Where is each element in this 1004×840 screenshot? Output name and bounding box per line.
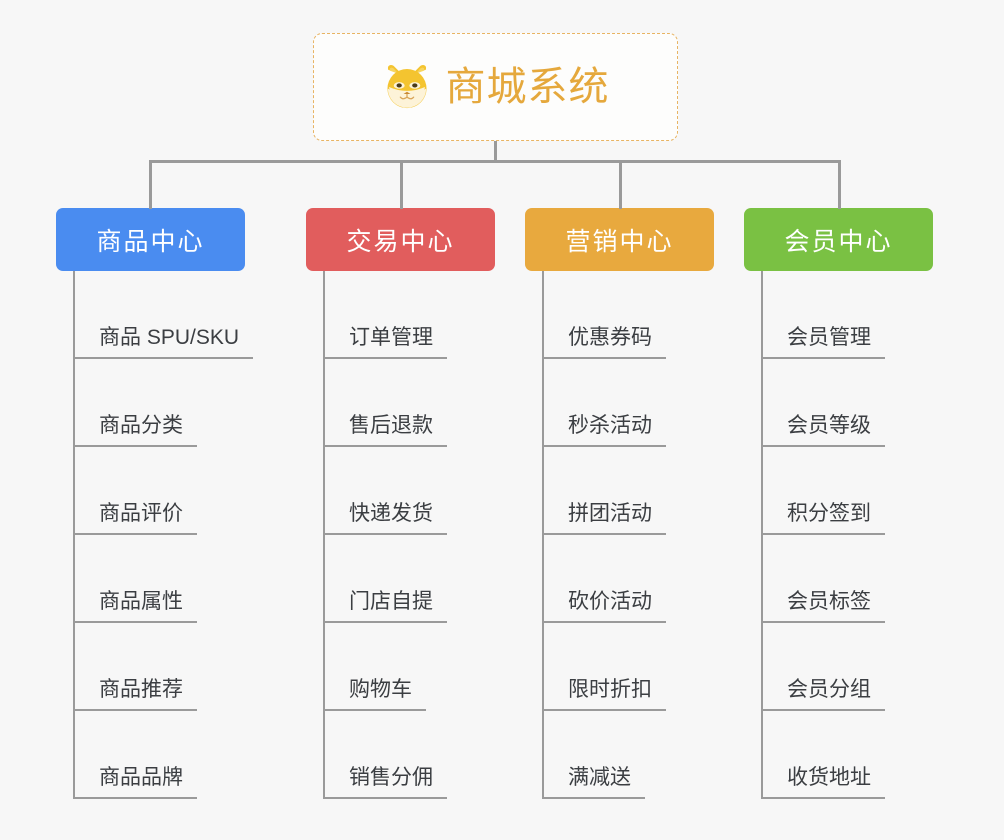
- leaf-item[interactable]: 销售分佣: [306, 711, 546, 799]
- shiba-dog-face-icon: [386, 65, 427, 109]
- leaf-item[interactable]: 满减送: [525, 711, 765, 799]
- leaf-item[interactable]: 收货地址: [744, 711, 984, 799]
- connector-drop-3: [619, 160, 622, 209]
- root-node[interactable]: 商城系统: [313, 33, 678, 141]
- leaf-item-label: 秒杀活动: [542, 414, 666, 447]
- leaf-item[interactable]: 商品品牌: [56, 711, 296, 799]
- leaf-item-label: 会员管理: [761, 326, 885, 359]
- leaf-item[interactable]: 会员分组: [744, 623, 984, 711]
- category-column-4: 会员中心会员管理会员等级积分签到会员标签会员分组收货地址: [744, 208, 984, 799]
- category-header-3[interactable]: 营销中心: [525, 208, 714, 271]
- leaf-item-label: 会员标签: [761, 590, 885, 623]
- connector-drop-2: [400, 160, 403, 209]
- category-column-1: 商品中心商品 SPU/SKU 商品分类商品评价商品属性商品推荐商品品牌: [56, 208, 296, 799]
- leaf-item[interactable]: 限时折扣: [525, 623, 765, 711]
- leaf-item-label: 会员分组: [761, 678, 885, 711]
- leaf-item-label: 商品推荐: [73, 678, 197, 711]
- leaf-item[interactable]: 商品评价: [56, 447, 296, 535]
- leaf-item[interactable]: 会员管理: [744, 271, 984, 359]
- leaf-item-label: 商品评价: [73, 502, 197, 535]
- category-column-2: 交易中心订单管理售后退款快递发货门店自提购物车销售分佣: [306, 208, 546, 799]
- leaf-item-label: 满减送: [542, 766, 645, 799]
- category-header-label: 交易中心: [346, 227, 455, 256]
- leaf-item-label: 积分签到: [761, 502, 885, 535]
- leaf-item[interactable]: 门店自提: [306, 535, 546, 623]
- leaf-item[interactable]: 拼团活动: [525, 447, 765, 535]
- leaf-item-label: 砍价活动: [542, 590, 666, 623]
- category-header-4[interactable]: 会员中心: [744, 208, 933, 271]
- leaf-trunk-4: [761, 271, 763, 799]
- leaf-item-label: 拼团活动: [542, 502, 666, 535]
- leaf-item-label: 售后退款: [323, 414, 447, 447]
- leaf-list-1: 商品 SPU/SKU 商品分类商品评价商品属性商品推荐商品品牌: [56, 271, 296, 799]
- leaf-item[interactable]: 砍价活动: [525, 535, 765, 623]
- leaf-item-label: 商品分类: [73, 414, 197, 447]
- root-title: 商城系统: [445, 65, 610, 109]
- leaf-item[interactable]: 购物车: [306, 623, 546, 711]
- leaf-trunk-2: [323, 271, 325, 799]
- leaf-item-label: 商品品牌: [73, 766, 197, 799]
- leaf-item-label: 订单管理: [323, 326, 447, 359]
- leaf-item-label: 优惠券码: [542, 326, 666, 359]
- category-header-label: 营销中心: [565, 227, 674, 256]
- leaf-list-2: 订单管理售后退款快递发货门店自提购物车销售分佣: [306, 271, 546, 799]
- leaf-item[interactable]: 秒杀活动: [525, 359, 765, 447]
- leaf-item[interactable]: 售后退款: [306, 359, 546, 447]
- leaf-item-label: 商品 SPU/SKU: [73, 326, 254, 359]
- connector-drop-4: [838, 160, 841, 209]
- connector-root-stem: [494, 141, 497, 163]
- leaf-list-4: 会员管理会员等级积分签到会员标签会员分组收货地址: [744, 271, 984, 799]
- leaf-item[interactable]: 快递发货: [306, 447, 546, 535]
- leaf-item-label: 商品属性: [73, 590, 197, 623]
- leaf-item[interactable]: 会员等级: [744, 359, 984, 447]
- leaf-item-label: 销售分佣: [323, 766, 447, 799]
- leaf-trunk-1: [73, 271, 75, 799]
- connector-drop-1: [149, 160, 152, 209]
- leaf-item-label: 门店自提: [323, 590, 447, 623]
- category-header-label: 商品中心: [96, 227, 205, 256]
- leaf-item[interactable]: 商品推荐: [56, 623, 296, 711]
- connector-horizontal-bus: [149, 160, 841, 163]
- category-header-2[interactable]: 交易中心: [306, 208, 495, 271]
- leaf-item-label: 会员等级: [761, 414, 885, 447]
- category-header-label: 会员中心: [784, 227, 893, 256]
- leaf-item-label: 快递发货: [323, 502, 447, 535]
- category-column-3: 营销中心优惠券码秒杀活动拼团活动砍价活动限时折扣满减送: [525, 208, 765, 799]
- leaf-item-label: 购物车: [323, 678, 426, 711]
- category-header-1[interactable]: 商品中心: [56, 208, 245, 271]
- leaf-item[interactable]: 会员标签: [744, 535, 984, 623]
- leaf-item[interactable]: 商品分类: [56, 359, 296, 447]
- leaf-item-label: 限时折扣: [542, 678, 666, 711]
- leaf-item-label: 收货地址: [761, 766, 885, 799]
- leaf-item[interactable]: 积分签到: [744, 447, 984, 535]
- leaf-item[interactable]: 商品属性: [56, 535, 296, 623]
- leaf-item[interactable]: 优惠券码: [525, 271, 765, 359]
- leaf-item[interactable]: 商品 SPU/SKU: [56, 271, 296, 359]
- leaf-item[interactable]: 订单管理: [306, 271, 546, 359]
- leaf-list-3: 优惠券码秒杀活动拼团活动砍价活动限时折扣满减送: [525, 271, 765, 799]
- leaf-trunk-3: [542, 271, 544, 799]
